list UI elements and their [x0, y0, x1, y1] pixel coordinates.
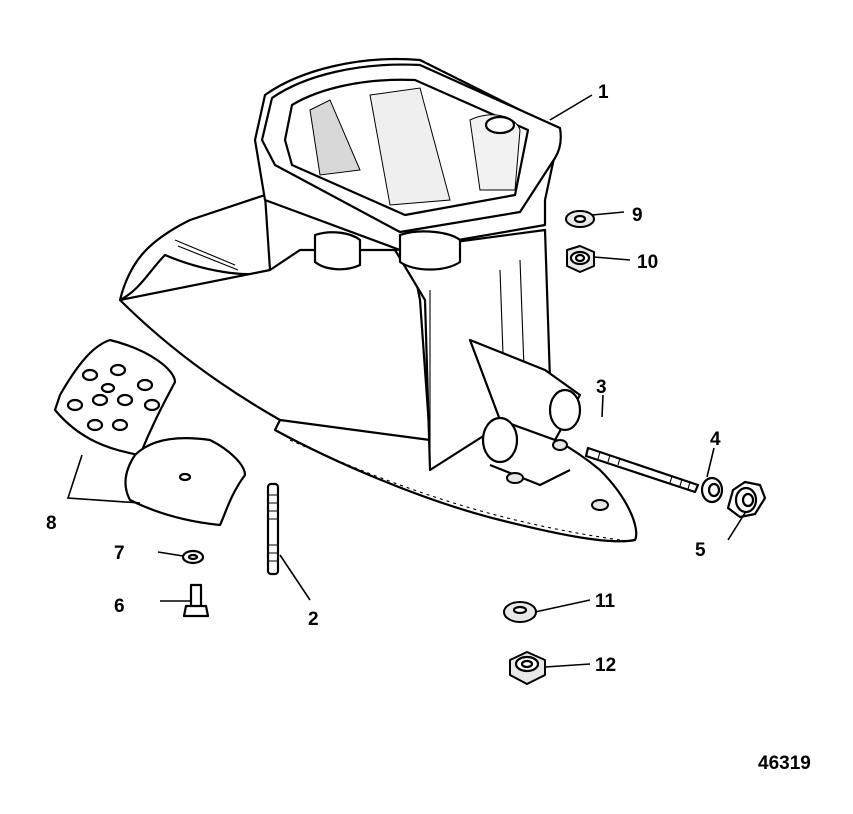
- leader-lines: [157, 94, 746, 668]
- washer-9: [565, 210, 595, 228]
- callout-12: 12: [595, 655, 616, 676]
- washer-11: [503, 601, 537, 623]
- callout-2: 2: [308, 609, 319, 630]
- stud-long: [584, 446, 700, 494]
- callout-3: 3: [596, 377, 607, 398]
- washer-4: [700, 476, 724, 504]
- callout-7: 7: [114, 543, 125, 564]
- stud-short: [266, 482, 280, 576]
- callout-11: 11: [595, 591, 616, 612]
- callout-1: 1: [598, 82, 609, 103]
- gear-housing: [118, 57, 638, 543]
- callout-9: 9: [632, 205, 643, 226]
- callout-4: 4: [710, 429, 721, 450]
- callout-labels: 1 2 3 4 5 6 7 8 9 10 11 12: [46, 82, 721, 676]
- locknut-12: [509, 651, 546, 685]
- callout-8: 8: [46, 513, 57, 534]
- screw-6: [182, 583, 210, 618]
- callout-6: 6: [114, 596, 125, 617]
- locknut-10: [566, 245, 595, 273]
- figure-number: 46319: [758, 753, 811, 774]
- callout-5: 5: [695, 540, 706, 561]
- washer-7: [181, 549, 205, 565]
- callout-10: 10: [637, 252, 658, 273]
- locknut-5: [726, 480, 767, 519]
- anode-plates: [53, 338, 247, 527]
